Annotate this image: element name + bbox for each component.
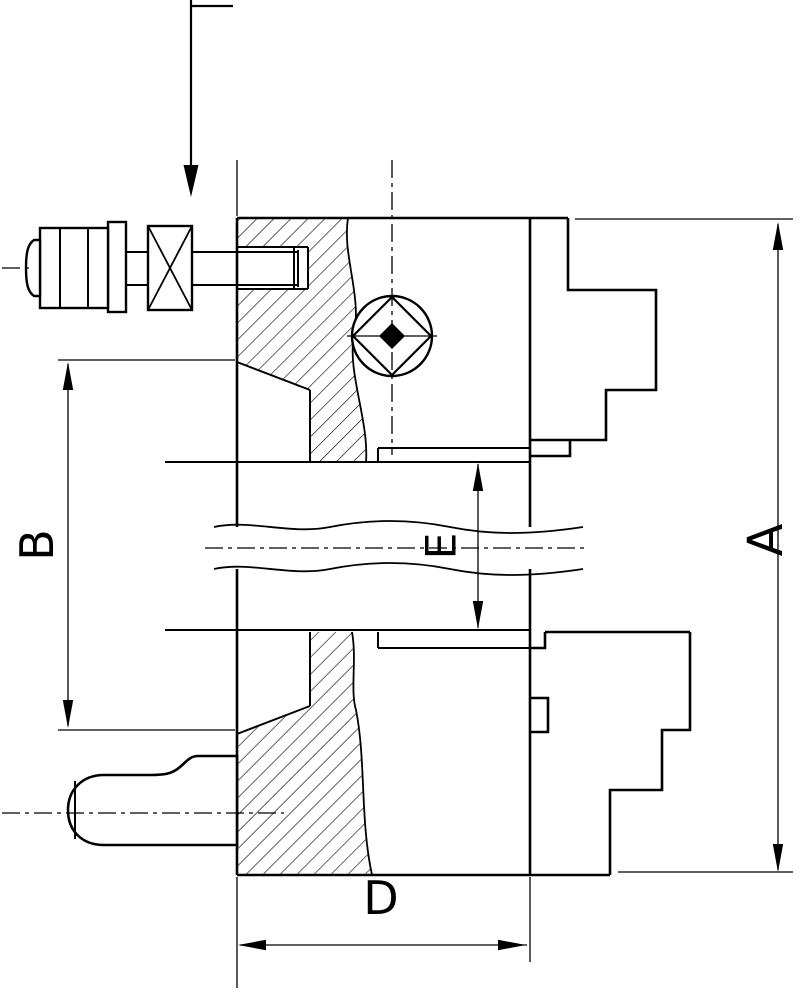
break-middle-top — [213, 520, 584, 534]
dim-label-e: E — [417, 533, 466, 560]
dimension-a: A — [738, 222, 794, 872]
drive-square-cross — [147, 225, 193, 311]
dim-label-b: B — [10, 529, 64, 561]
clamp-lug — [66, 754, 239, 847]
threaded-hole — [237, 246, 309, 290]
slot-upper-edge — [377, 447, 530, 462]
bottom-jaw — [530, 630, 692, 875]
break-middle-bottom — [213, 562, 584, 576]
dimension-e: E — [417, 463, 484, 629]
dimension-b: B — [10, 362, 74, 728]
dim-label-d: D — [363, 871, 398, 925]
arrowhead — [183, 165, 199, 197]
top-jaw-profile — [530, 218, 658, 442]
slot-lower-edge — [377, 632, 530, 649]
extension-lines — [58, 160, 793, 988]
bolt-hole-clearance — [237, 247, 308, 289]
leader-line — [189, 0, 233, 168]
arrowhead — [772, 844, 784, 872]
lug-outline — [66, 754, 239, 847]
hex-facet-lines — [59, 228, 89, 308]
dim-label-a: A — [738, 523, 794, 556]
arrowhead — [472, 601, 484, 629]
flange-chamfer-lower — [236, 705, 311, 735]
arrowhead — [772, 222, 784, 250]
arrowhead — [498, 939, 526, 951]
arrowhead — [62, 700, 74, 728]
arrowhead — [62, 362, 74, 390]
arrowhead — [238, 939, 266, 951]
bottom-jaw-key — [530, 696, 550, 734]
break-edge-lower — [351, 631, 373, 876]
section-hatching — [237, 218, 372, 875]
body-inner-details — [165, 361, 530, 735]
dimension-d: D — [238, 871, 527, 951]
mounting-bolt — [24, 220, 309, 314]
top-jaw — [530, 218, 658, 458]
bolt-washer — [106, 220, 128, 314]
hatch-lower-body — [237, 632, 372, 875]
chuck-body — [235, 216, 610, 877]
flange-chamfer-upper — [236, 361, 311, 391]
top-jaw-key-step — [530, 440, 572, 458]
dimensions: A B E D — [10, 0, 794, 988]
break-lines — [213, 217, 584, 876]
bottom-jaw-profile — [608, 632, 692, 875]
bolt-hex-head — [38, 226, 110, 310]
arrowhead — [472, 463, 484, 491]
center-lines — [2, 160, 585, 814]
top-leader-arrow — [183, 0, 233, 197]
bottom-jaw-left-step — [530, 632, 547, 650]
